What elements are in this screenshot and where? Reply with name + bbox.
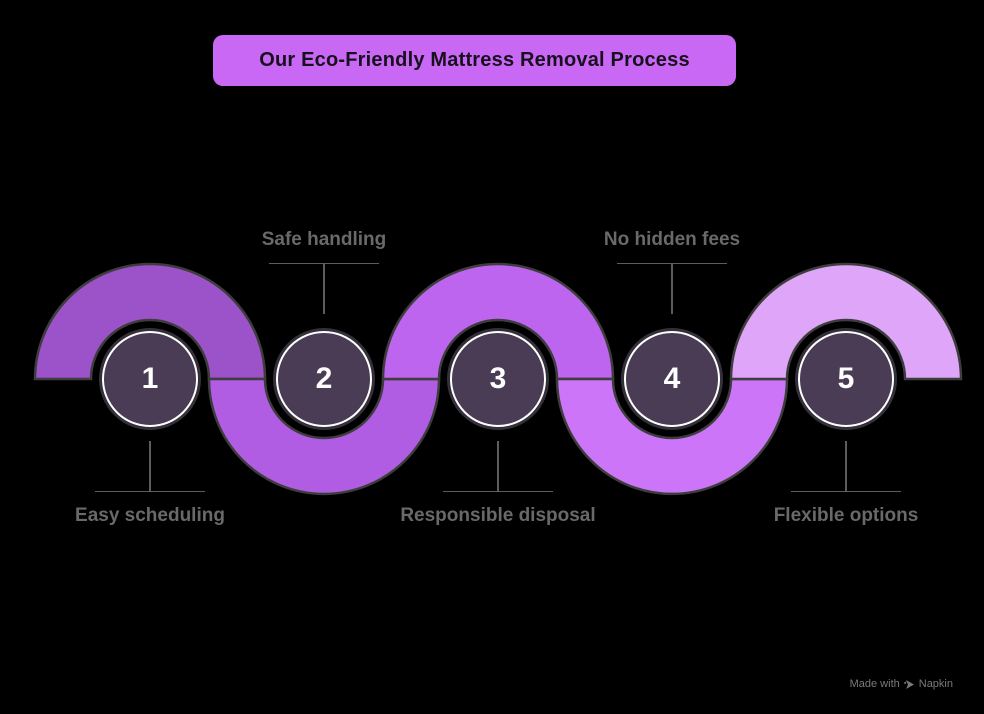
- made-with-text: Made with: [849, 678, 900, 690]
- step-label-3: Responsible disposal: [400, 505, 596, 526]
- connector-hline-2: [269, 262, 379, 264]
- connector-hline-5: [791, 490, 901, 492]
- wave-arc-4: [555, 377, 789, 496]
- wave-arc-2: [207, 377, 441, 496]
- connector-hline-1: [95, 490, 205, 492]
- step-circle-2: 2: [276, 331, 372, 427]
- connector-hline-4: [617, 262, 727, 264]
- connector-vline-4: [671, 264, 673, 314]
- wave-arc-5: [729, 262, 963, 381]
- page-title: Our Eco-Friendly Mattress Removal Proces…: [259, 49, 690, 71]
- connector-vline-1: [149, 441, 151, 491]
- title-banner: Our Eco-Friendly Mattress Removal Proces…: [213, 35, 736, 86]
- connector-vline-3: [497, 441, 499, 491]
- connector-vline-5: [845, 441, 847, 491]
- step-label-2: Safe handling: [261, 229, 387, 250]
- watermark[interactable]: Made with Napkin: [850, 678, 953, 690]
- step-circle-3: 3: [450, 331, 546, 427]
- step-label-1: Easy scheduling: [75, 505, 225, 526]
- step-number-5: 5: [837, 362, 855, 395]
- step-circle-1: 1: [102, 331, 198, 427]
- step-circle-4: 4: [624, 331, 720, 427]
- step-number-4: 4: [663, 362, 681, 395]
- step-label-5: Flexible options: [773, 505, 919, 526]
- step-number-3: 3: [489, 362, 507, 395]
- step-label-4: No hidden fees: [603, 229, 741, 250]
- step-number-2: 2: [315, 362, 333, 395]
- wave-arc-1: [33, 262, 267, 381]
- step-circle-5: 5: [798, 331, 894, 427]
- wave-arc-3: [381, 262, 615, 381]
- step-number-1: 1: [141, 362, 159, 395]
- connector-vline-2: [323, 264, 325, 314]
- connector-hline-3: [443, 490, 553, 492]
- napkin-logo-icon: [903, 679, 914, 689]
- napkin-brand-text: Napkin: [918, 678, 953, 690]
